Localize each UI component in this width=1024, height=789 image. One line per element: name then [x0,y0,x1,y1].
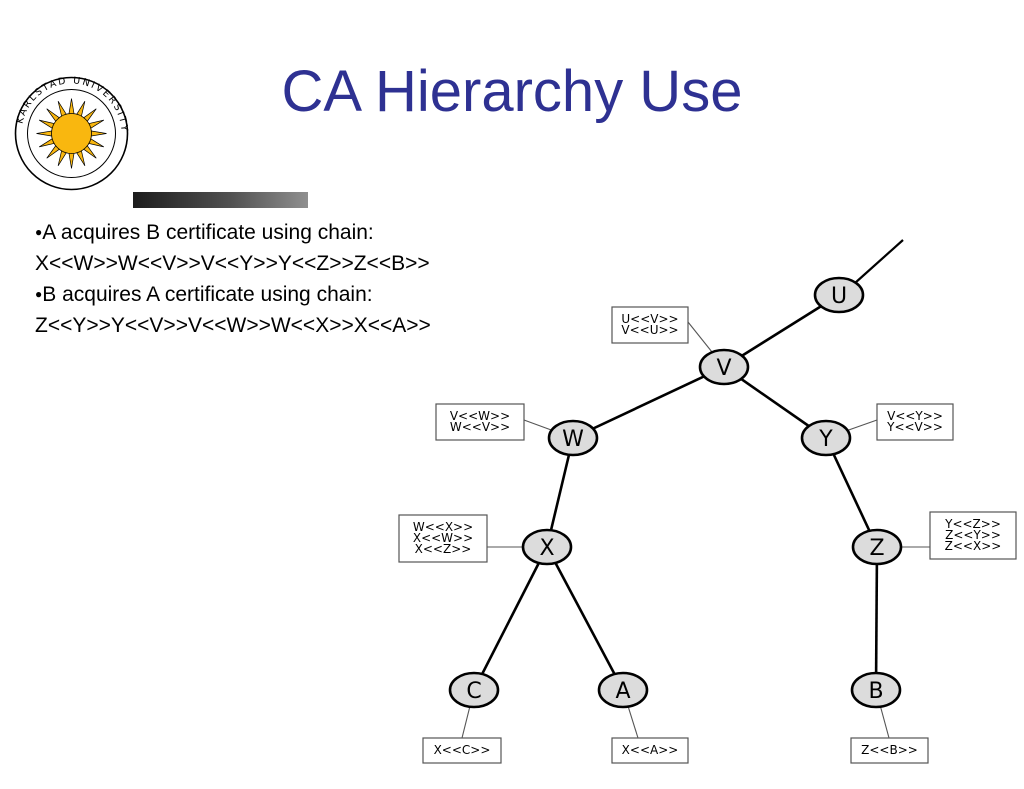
bullet-1-chain: X<<W>>W<<V>>V<<Y>>Y<<Z>>Z<<B>> [35,252,430,275]
cert-box-line: V<<W>> [450,409,510,423]
node-label-V: V [716,356,731,381]
title-underline-bar [133,192,308,208]
node-label-W: W [562,427,584,452]
cert-box-line: Z<<X>> [945,539,1002,553]
cert-box-line: W<<V>> [450,420,510,434]
bullet-list: ●A acquires B certificate using chain: X… [35,217,555,341]
cert-box-line: X<<A>> [622,743,679,757]
node-Y [800,419,852,457]
node-X [521,528,573,566]
cert-box-A [611,737,689,764]
slide-title: CA Hierarchy Use [281,59,743,124]
node-V [698,348,750,386]
cert-box-X [398,514,488,563]
cert-box-line: X<<C>> [434,743,491,757]
node-Z [851,528,903,566]
cert-box-line: Z<<Y>> [945,528,1001,542]
bullet-1-lead: ●A acquires B certificate using chain: [35,221,374,244]
node-label-Z: Z [869,536,884,561]
node-label-C: C [466,679,481,704]
cert-box-Y [876,403,954,441]
node-label-U: U [831,284,847,309]
cert-box-line: V<<Y>> [887,409,943,423]
node-label-B: B [868,679,883,704]
node-label-Y: Y [818,427,833,452]
bullet-2-lead: ●B acquires A certificate using chain: [35,283,373,306]
node-B [850,671,902,709]
cert-box-W [435,403,525,441]
cert-box-line: V<<U>> [621,323,678,337]
cert-box-C [422,737,502,764]
bullet-2-chain: Z<<Y>>Y<<V>>V<<W>>W<<X>>X<<A>> [35,314,431,337]
cert-box-line: Y<<V>> [886,420,943,434]
edge-V-U [723,293,840,369]
node-A [597,671,649,709]
cert-box-line: X<<W>> [413,531,473,545]
node-C [448,671,500,709]
cert-box-B [850,737,929,764]
edge-U-root [854,239,904,284]
cert-box-V [611,306,689,344]
cert-box-line: Z<<B>> [861,743,918,757]
edge-X-A [545,546,625,691]
node-W [547,419,599,457]
cert-box-line: X<<Z>> [415,542,472,556]
edge-W-X [545,437,575,548]
cert-box-line: Y<<Z>> [944,517,1001,531]
karlstad-university-logo: KARLSTAD UNIVERSITY [14,75,129,191]
cert-box-Z [929,511,1017,560]
node-U [813,276,865,314]
node-label-A: A [615,679,630,704]
node-label-X: X [539,536,554,561]
cert-box-line: W<<X>> [413,520,473,534]
edge-X-C [472,546,549,691]
cert-box-line: U<<V>> [621,312,678,326]
edge-Y-Z [824,437,879,548]
edge-V-W [572,365,725,440]
edge-Z-B [874,546,879,691]
